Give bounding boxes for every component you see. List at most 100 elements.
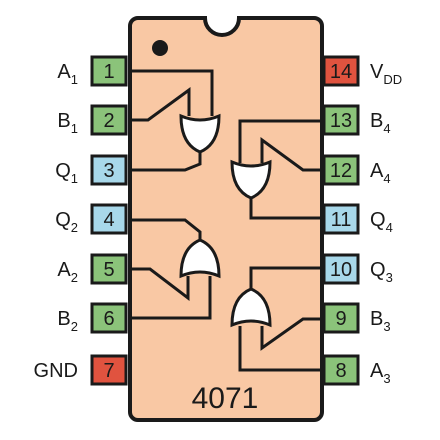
pin-4-box [90, 203, 128, 235]
pin-10-label-main: Q [370, 259, 386, 281]
pin-10: 10 Q3 [322, 253, 393, 285]
pin-12-box [322, 154, 360, 186]
pin-7-box [90, 354, 128, 386]
pin-6-label-main: B [57, 308, 70, 330]
wire-gate3-to-pin10 [249, 266, 322, 288]
pin-8-box [322, 354, 360, 386]
pin-10-box [322, 253, 360, 285]
pin-11-number: 11 [331, 209, 352, 231]
pin-10-number: 10 [330, 259, 352, 281]
or-gate-3 [230, 287, 272, 328]
pin-12-label-sub: 4 [383, 171, 390, 186]
pin-9: 9 B3 [322, 302, 391, 334]
pin-8-label-main: A [370, 360, 384, 382]
pin-2-label-sub: 1 [71, 121, 78, 136]
pin-6-number: 6 [103, 308, 114, 330]
pin-2-label: B1 [57, 110, 78, 136]
pin-13-number: 13 [330, 110, 352, 132]
pin-4: 4 Q2 [55, 203, 128, 235]
pin-6-box [90, 302, 128, 334]
internal-wiring [130, 69, 322, 372]
pin-1-number: 1 [103, 61, 114, 83]
pin-5-label: A2 [57, 259, 78, 285]
pin-3-label-main: Q [55, 160, 71, 182]
pin-9-box [322, 302, 360, 334]
pin-10-label-sub: 3 [386, 270, 393, 285]
pin-8-label-sub: 3 [383, 371, 390, 386]
pin-3-box [90, 154, 128, 186]
pin-13-box [322, 104, 360, 136]
pin-8: 8 A3 [322, 354, 391, 386]
pin-4-label-sub: 2 [71, 220, 78, 235]
pin-1-label-main: A [57, 61, 71, 83]
pin-13: 13 B4 [322, 104, 391, 136]
pin-3-number: 3 [103, 160, 114, 182]
pin-14-label-main: V [370, 61, 384, 83]
pin-12-label: A4 [370, 160, 391, 186]
pin-1: 1A1 [57, 55, 128, 87]
pin-9-number: 9 [335, 308, 346, 330]
wire-pin5-to-gate2 [130, 267, 190, 302]
pin-1-box [90, 55, 128, 87]
pin-13-label-sub: 4 [383, 121, 390, 136]
pin-13-label-main: B [370, 110, 383, 132]
wire-gate1-to-pin3 [130, 152, 202, 172]
pin1-marker-dot [152, 40, 168, 56]
pin-14-box [322, 55, 360, 87]
pin-2-box [90, 104, 128, 136]
pin-8-number: 8 [335, 360, 346, 382]
pin-6-label-sub: 2 [71, 319, 78, 334]
wire-pin2-to-gate1 [130, 87, 191, 122]
pin-12: 12 A4 [322, 154, 391, 186]
pin-12-label-main: A [370, 160, 384, 182]
pin-3-label: Q1 [55, 160, 78, 186]
pin-4-number: 4 [103, 209, 114, 231]
pin-11-label-sub: 4 [386, 220, 393, 235]
pin-1-label-sub: 1 [71, 72, 78, 87]
pin-14-label-sub: DD [383, 72, 402, 87]
wire-pin13-to-gate4 [238, 119, 322, 163]
pin-13-label: B4 [370, 110, 391, 136]
or-gate-4 [230, 159, 272, 200]
pin-3: 3 Q1 [55, 154, 128, 186]
pin-11-label: Q4 [370, 209, 393, 235]
pin-7-label-main: GND [34, 360, 78, 382]
pin-7-number: 7 [103, 360, 114, 382]
pin-9-label-sub: 3 [383, 319, 390, 334]
wire-pin9-to-gate3 [260, 317, 322, 351]
pin-11-label-main: Q [370, 209, 386, 231]
pin-9-label-main: B [370, 308, 383, 330]
or-gate-2 [179, 238, 221, 279]
pin-4-label-main: Q [55, 209, 71, 231]
pin-14-number: 14 [330, 61, 352, 83]
pin-5-box [90, 253, 128, 285]
pin-11-box [322, 203, 360, 235]
pin-4-label: Q2 [55, 209, 78, 235]
wire-pin8-to-gate3 [238, 326, 322, 372]
pin-7-label: GND [34, 360, 78, 382]
wire-gate2-to-pin4 [130, 218, 202, 240]
pin-8-label: A3 [370, 360, 391, 386]
pin-5-number: 5 [103, 259, 114, 281]
wire-pin6-to-gate2 [130, 276, 212, 320]
part-number: 4071 [192, 382, 259, 415]
pin-14-label: VDD [370, 61, 402, 87]
pin-12-number: 12 [330, 160, 352, 182]
pin-5-label-sub: 2 [71, 270, 78, 285]
pin-1-label: A1 [57, 61, 78, 87]
wire-gate4-to-pin11 [249, 198, 322, 220]
pin-2: 2 B1 [57, 104, 128, 136]
pin-7: 7 GND [34, 354, 128, 386]
wire-pin12-to-gate4 [260, 137, 322, 172]
pin-5: 5 A2 [57, 253, 128, 285]
wire-pin1-to-gate1 [130, 69, 214, 116]
pin-2-number: 2 [103, 110, 114, 132]
pin-3-label-sub: 1 [71, 171, 78, 186]
pin-9-label: B3 [370, 308, 391, 334]
pin-2-label-main: B [57, 110, 70, 132]
pin-5-label-main: A [57, 259, 71, 281]
pin-6: 6 B2 [57, 302, 128, 334]
pin-11: 11 Q4 [322, 203, 393, 235]
